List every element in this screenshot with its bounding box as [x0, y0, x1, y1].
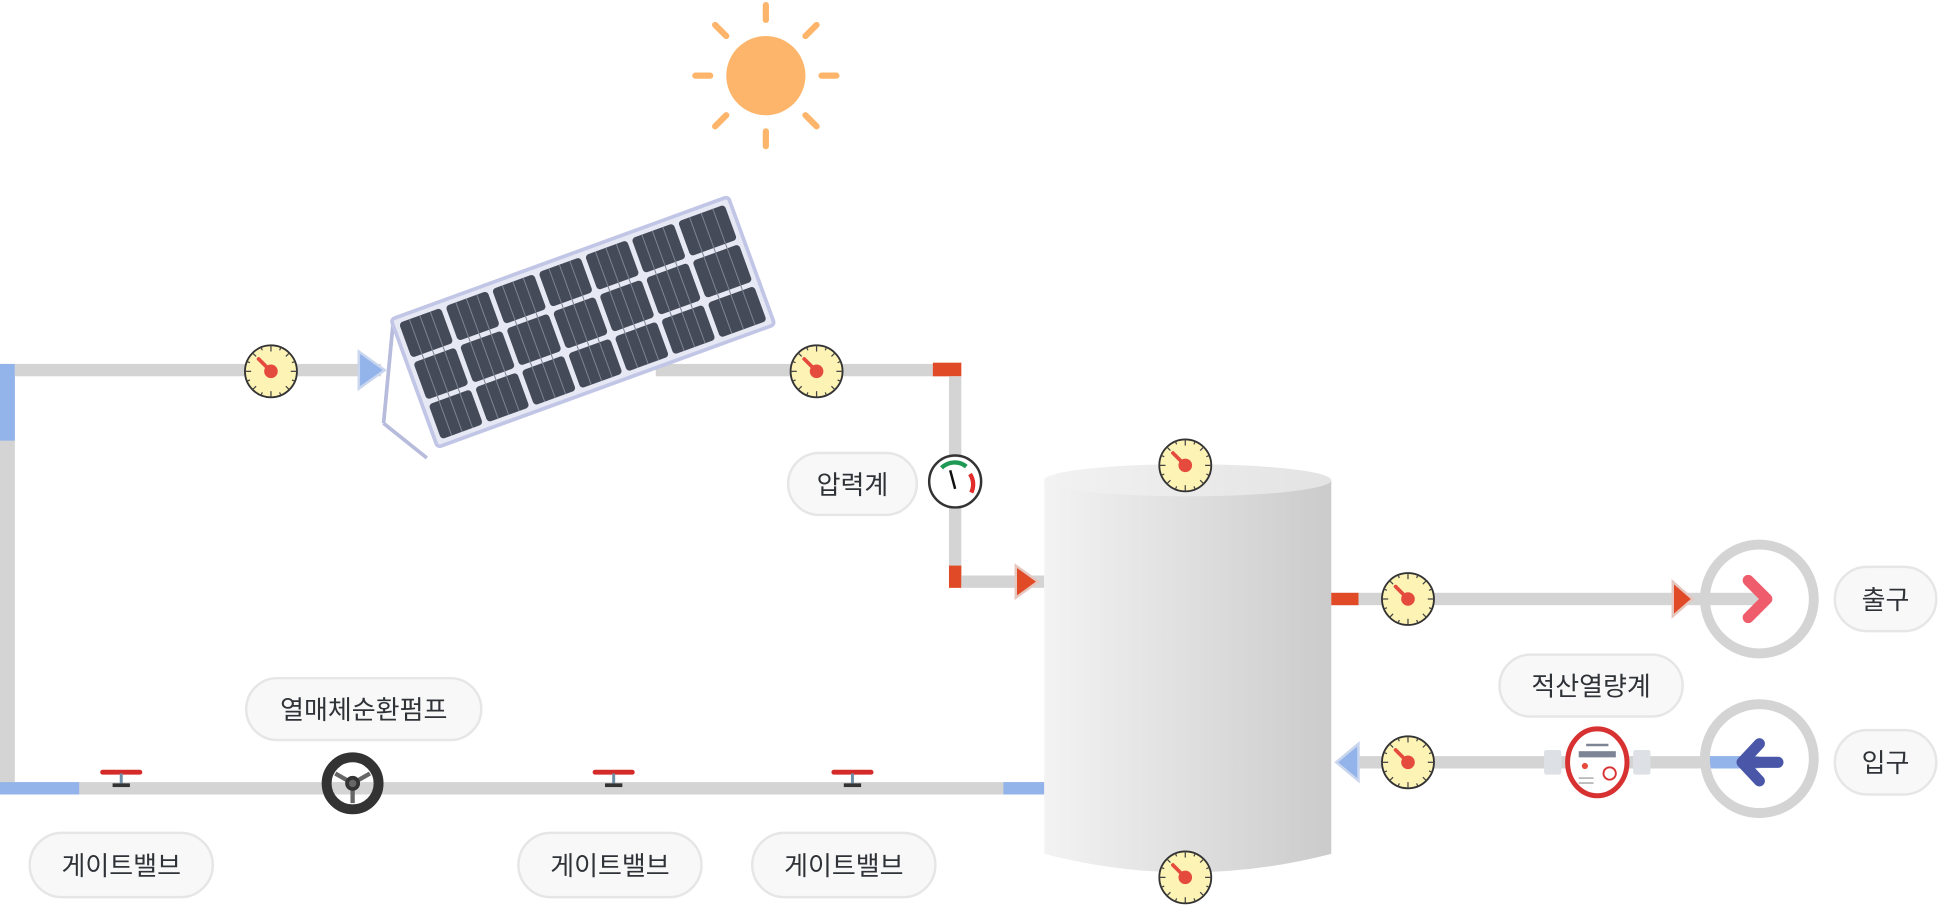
pump-icon	[321, 752, 384, 815]
pressure-gauge-label: 압력계	[786, 451, 919, 517]
outlet-pipe	[1331, 592, 1760, 606]
temperature-gauge-icon	[243, 343, 299, 400]
sun-icon	[692, 2, 840, 150]
pump-label: 열매체순환펌프	[244, 676, 483, 742]
gate-valve-label-2: 게이트밸브	[517, 831, 703, 899]
pressure-gauge-icon	[927, 454, 983, 509]
svg-text:입구: 입구	[1862, 749, 1910, 779]
svg-text:게이트밸브: 게이트밸브	[62, 852, 181, 882]
flow-arrow-to-collector	[357, 349, 387, 392]
flow-arrow-inlet	[1334, 741, 1360, 784]
temperature-gauge-icon	[1157, 849, 1214, 906]
gate-valve-label-1: 게이트밸브	[28, 831, 215, 899]
outlet-icon	[1699, 539, 1819, 659]
svg-text:게이트밸브: 게이트밸브	[784, 852, 903, 882]
solar-panel-icon	[381, 195, 776, 460]
temperature-gauge-icon	[788, 343, 845, 400]
svg-text:적산열량계: 적산열량계	[1531, 672, 1650, 702]
outlet-label: 출구	[1833, 565, 1938, 633]
heat-meter-icon	[1544, 726, 1651, 799]
svg-text:압력계: 압력계	[817, 471, 889, 501]
temperature-gauge-icon	[1157, 437, 1214, 494]
temperature-gauge-icon	[1380, 734, 1436, 791]
svg-text:열매체순환펌프: 열매체순환펌프	[280, 696, 447, 726]
svg-text:출구: 출구	[1862, 586, 1910, 616]
flow-arrow-outlet	[1671, 578, 1695, 620]
flow-arrow-to-tank	[1014, 563, 1041, 601]
storage-tank	[1044, 464, 1332, 873]
inlet-icon	[1699, 699, 1819, 818]
heat-meter-label: 적산열량계	[1498, 653, 1684, 718]
collector-loop-pipes	[0, 362, 1045, 795]
temperature-gauge-icon	[1380, 571, 1436, 627]
svg-text:게이트밸브: 게이트밸브	[550, 852, 669, 882]
inlet-label: 입구	[1833, 728, 1938, 796]
gate-valve-label-3: 게이트밸브	[751, 831, 937, 899]
